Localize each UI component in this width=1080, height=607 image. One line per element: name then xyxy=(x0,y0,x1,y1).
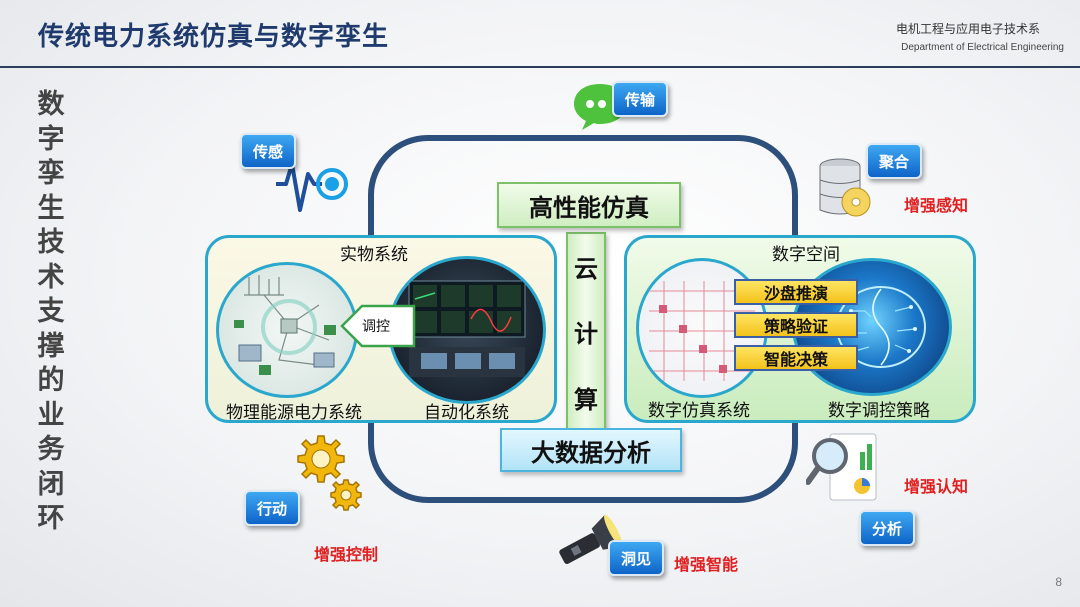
tag-intelligent-decision: 智能决策 xyxy=(734,345,858,371)
side-title-char: 字 xyxy=(37,123,65,155)
side-title: 数 字 孪 生 技 术 支 撑 的 业 务 闭 环 xyxy=(36,88,66,537)
aggregate-node: 聚合 xyxy=(866,143,922,179)
side-title-char: 撑 xyxy=(37,330,65,362)
cloud-char: 算 xyxy=(574,385,598,414)
side-title-char: 闭 xyxy=(37,468,65,500)
big-data-analysis-box: 大数据分析 xyxy=(500,428,682,472)
side-title-char: 技 xyxy=(37,227,65,258)
side-title-char: 环 xyxy=(37,503,65,534)
enhance-cognition-label: 增强认知 xyxy=(904,477,969,496)
side-title-char: 数 xyxy=(37,89,65,120)
sense-node: 传感 xyxy=(240,133,296,169)
department-name-en: Department of Electrical Engineering xyxy=(901,42,1064,53)
control-arrow: 调控 xyxy=(340,304,416,348)
digital-simulation-label: 数字仿真系统 xyxy=(648,401,750,421)
enhance-perception-label: 增强感知 xyxy=(904,196,969,215)
analyze-node: 分析 xyxy=(859,510,915,546)
enhance-control-label: 增强控制 xyxy=(314,545,379,564)
simulation-schematic-illustration xyxy=(649,281,755,381)
tag-strategy-verification: 策略验证 xyxy=(734,312,858,338)
enhance-intelligence-label: 增强智能 xyxy=(674,555,739,574)
power-grid-illustration xyxy=(234,275,336,375)
page-number: 8 xyxy=(1055,575,1062,589)
insight-node: 洞见 xyxy=(608,540,664,576)
power-grid-image xyxy=(216,262,358,398)
department-name-cn: 电机工程与应用电子技术系 xyxy=(895,22,1040,36)
cloud-char: 计 xyxy=(574,320,598,349)
side-title-char: 的 xyxy=(37,365,65,396)
side-title-char: 业 xyxy=(37,399,65,431)
physical-system-title: 实物系统 xyxy=(340,245,408,265)
gears-icon xyxy=(290,432,362,516)
side-title-char: 务 xyxy=(37,434,65,465)
digital-space-title: 数字空间 xyxy=(772,245,840,265)
automation-system-label: 自动化系统 xyxy=(424,403,509,423)
left-arrow-icon xyxy=(340,304,416,348)
side-title-char: 孪 xyxy=(37,158,65,189)
sensor-wave-icon xyxy=(272,144,356,224)
side-title-char: 术 xyxy=(37,261,65,293)
transmit-node: 传输 xyxy=(612,81,668,117)
header-divider xyxy=(0,66,1080,68)
cloud-computing-bar: 云 计 算 xyxy=(566,232,606,432)
side-title-char: 生 xyxy=(37,192,65,224)
action-node: 行动 xyxy=(244,490,300,526)
control-arrow-label: 调控 xyxy=(362,319,390,335)
cloud-char: 云 xyxy=(574,255,598,284)
side-title-char: 支 xyxy=(37,296,65,327)
digital-strategy-label: 数字调控策略 xyxy=(828,401,930,421)
power-system-label: 物理能源电力系统 xyxy=(226,403,362,423)
magnifier-report-icon xyxy=(805,428,882,512)
database-disk-icon xyxy=(814,156,874,226)
control-room-illustration xyxy=(408,280,526,377)
page-title: 传统电力系统仿真与数字孪生 xyxy=(38,22,390,52)
tag-sandbox-deduction: 沙盘推演 xyxy=(734,279,858,305)
high-performance-simulation-box: 高性能仿真 xyxy=(497,182,681,228)
